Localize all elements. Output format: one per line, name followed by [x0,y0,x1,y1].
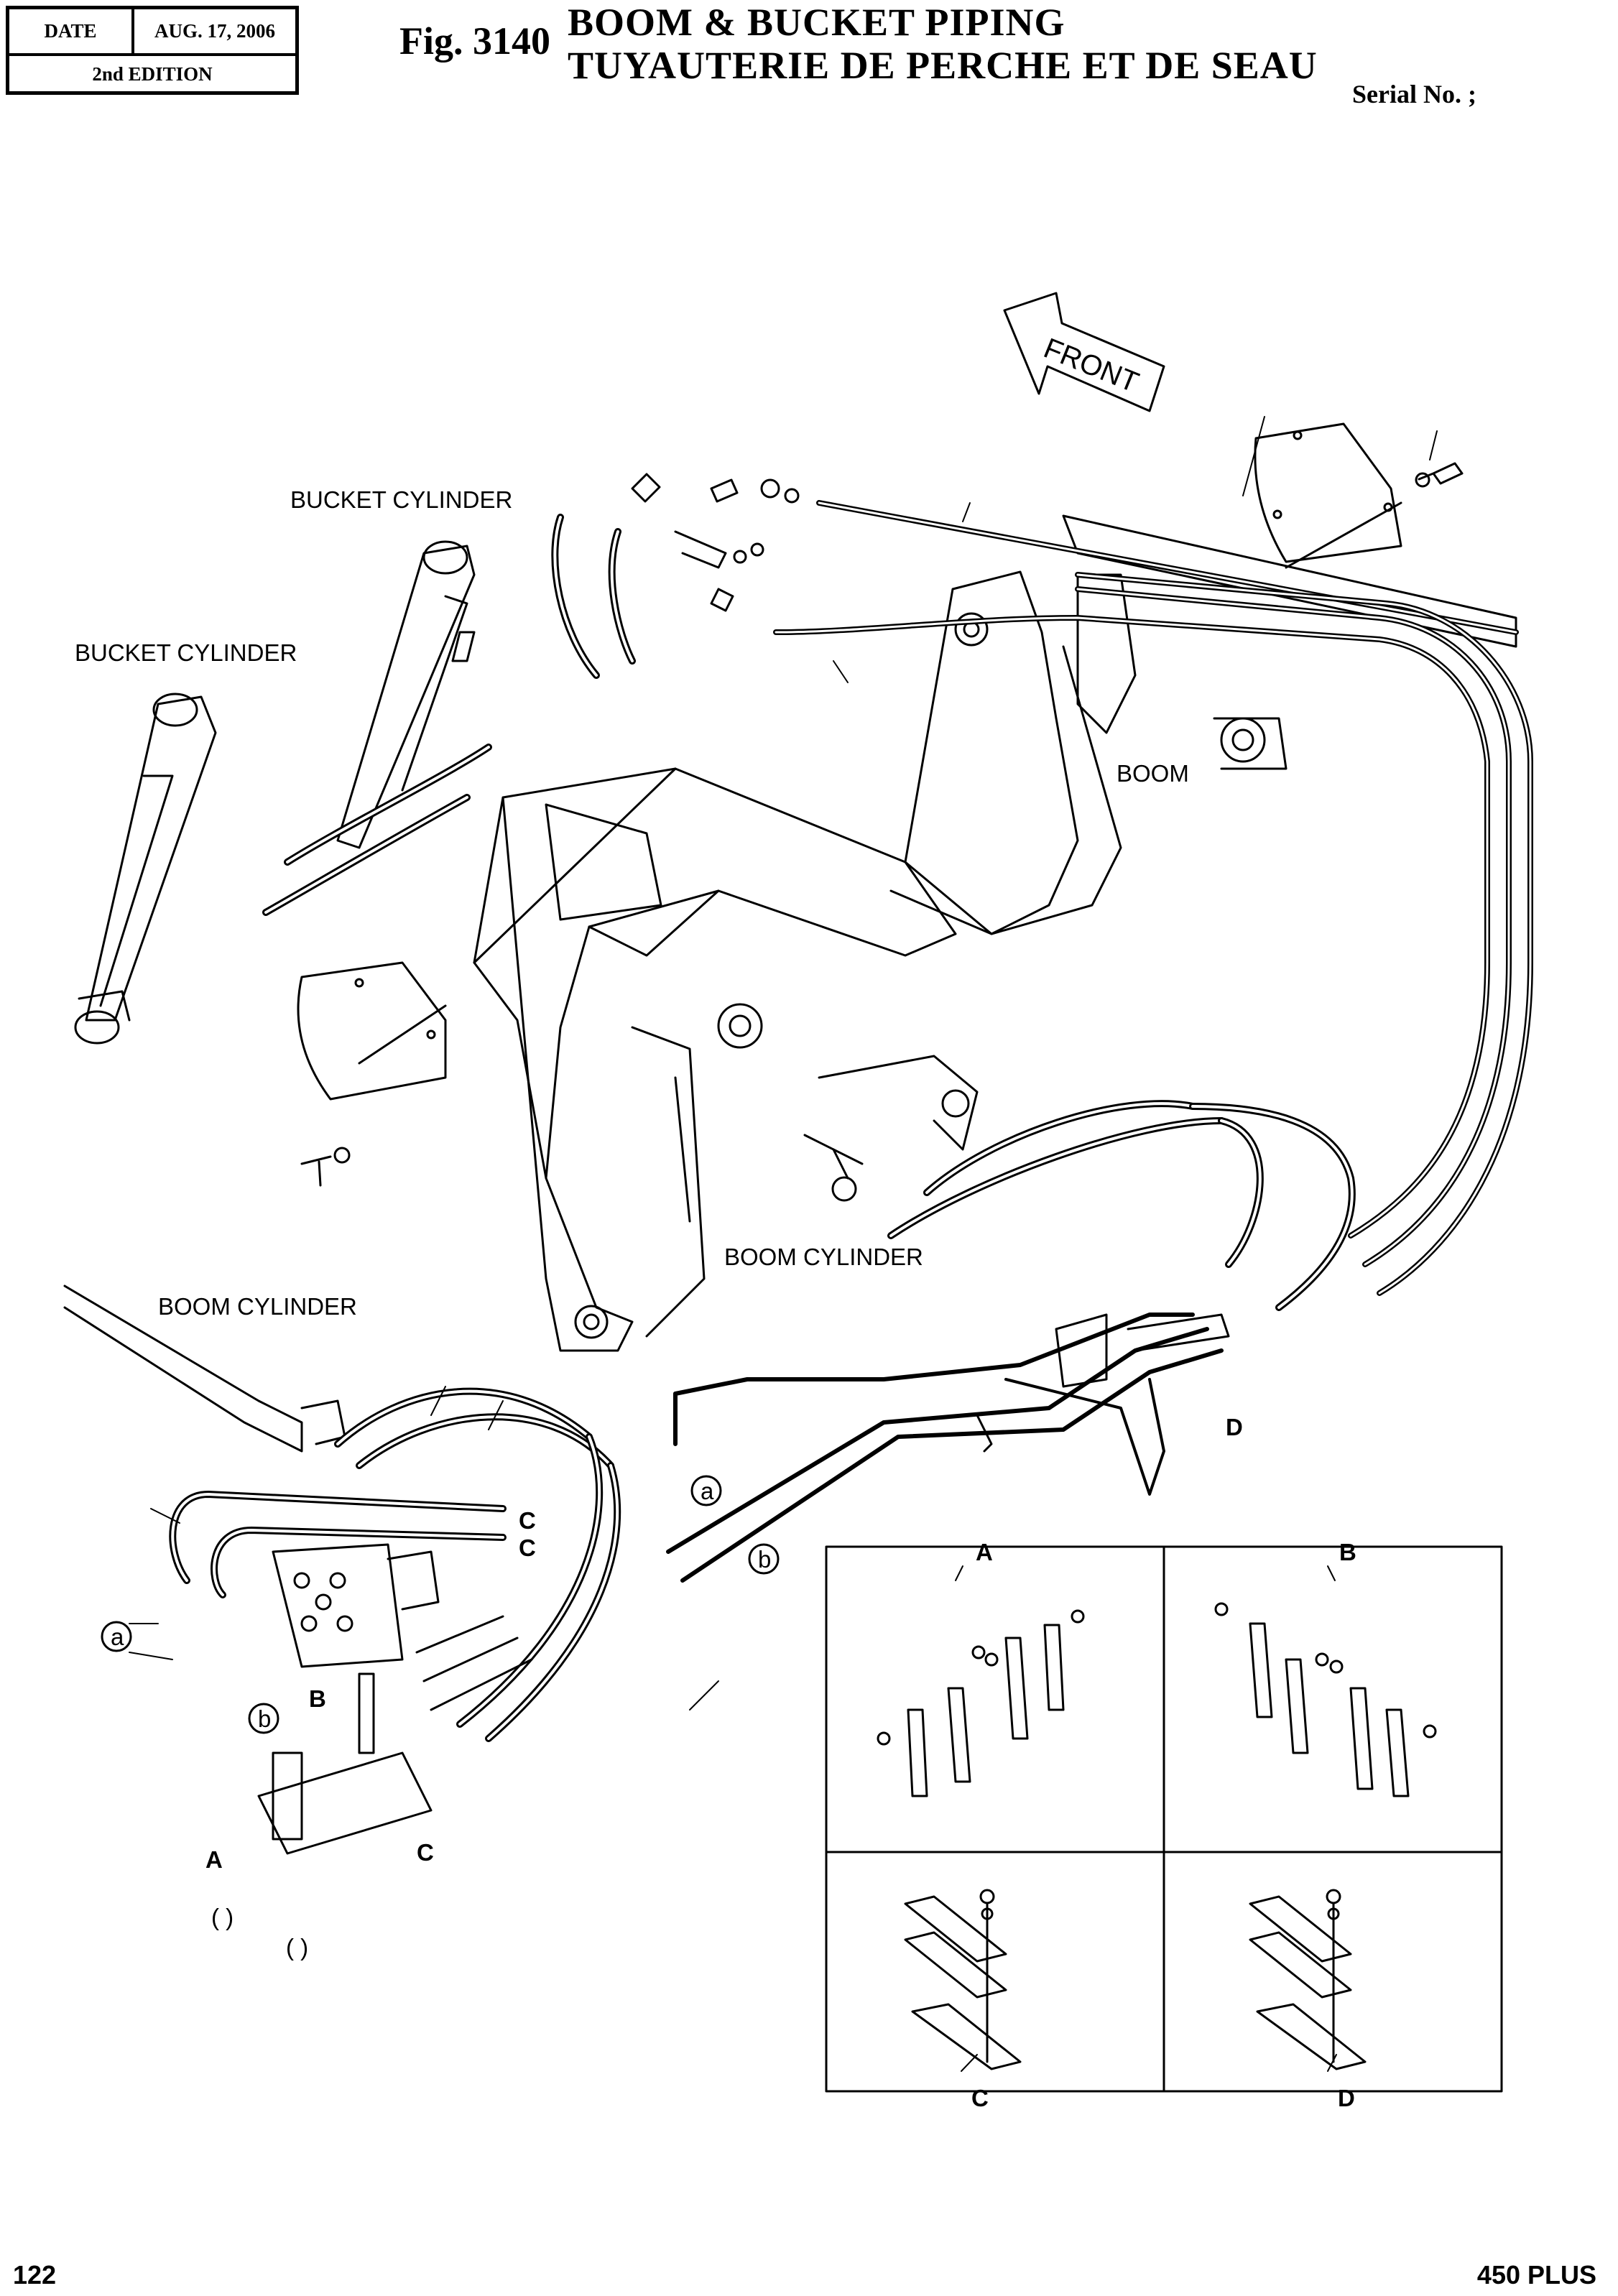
title-english: BOOM & BUCKET PIPING [568,1,1065,44]
callout-a-right: a [701,1478,714,1504]
callout-a-circle-left [101,1621,132,1652]
callout-a-left: a [111,1624,124,1650]
title-french: TUYAUTERIE DE PERCHE ET DE SEAU [568,44,1318,87]
detail-a-brackets [877,1609,1085,1797]
label-boom-cylinder-1: BOOM CYLINDER [724,1244,923,1270]
callout-A-main: A [205,1846,223,1873]
cover-plate-left [297,961,447,1101]
callout-C-main: C [417,1839,434,1866]
callout-c-upper: C [519,1507,536,1534]
detail-c-clamp [904,1889,1022,2070]
bucket-cylinder-left [74,693,217,1045]
label-boom: BOOM [1117,760,1189,787]
detail-label-B: B [1339,1539,1356,1565]
detail-label-C: C [971,2085,989,2111]
callout-D-main: D [1226,1414,1243,1440]
detail-d-clamp [1249,1889,1367,2070]
front-label: FRONT [1040,333,1143,399]
boom-cylinder-lower [63,1284,303,1453]
cover-plate-top [1254,422,1402,563]
callout-b-left: b [258,1705,271,1732]
boom-body [1062,514,1517,648]
date-label: DATE [9,9,134,53]
page-number: 122 [13,2260,57,2290]
paren-callout-2: ( ) [286,1934,308,1961]
callout-c-lower: C [519,1534,536,1561]
detail-b-brackets [1214,1602,1437,1797]
callout-b-right: b [758,1546,771,1573]
detail-label-D: D [1338,2085,1355,2111]
callout-B-main: B [309,1685,326,1712]
label-boom-cylinder-2: BOOM CYLINDER [158,1293,357,1320]
front-arrow-icon: FRONT [1003,292,1165,412]
callout-b-circle-right [748,1543,780,1575]
header-info-box: DATE AUG. 17, 2006 2nd EDITION [6,6,299,95]
serial-number: Serial No. ; [1352,80,1476,108]
model-name: 450 PLUS [1476,2260,1596,2290]
clamp-assembly-lower [257,1751,433,1855]
figure-number: Fig. 3140 [399,19,550,63]
bucket-cylinder-right [336,540,476,849]
label-bucket-cylinder-1: BUCKET CYLINDER [290,486,512,513]
paren-callout-1: ( ) [211,1904,234,1930]
boom-cylinder-hose-1 [923,1100,1196,1196]
edition-label: 2nd EDITION [92,63,213,85]
top-pipe-2 [773,615,1490,1239]
valve-block [272,1543,404,1668]
label-bucket-cylinder-2: BUCKET CYLINDER [75,639,297,666]
detail-label-A: A [976,1539,993,1565]
callout-a-circle-right [690,1475,722,1506]
callout-b-circle-left [248,1703,279,1734]
date-value: AUG. 17, 2006 [154,20,275,42]
lower-rigid-pipes [666,1327,1209,1554]
boom-arm [501,767,957,1352]
header-date-row: DATE AUG. 17, 2006 [9,9,295,56]
